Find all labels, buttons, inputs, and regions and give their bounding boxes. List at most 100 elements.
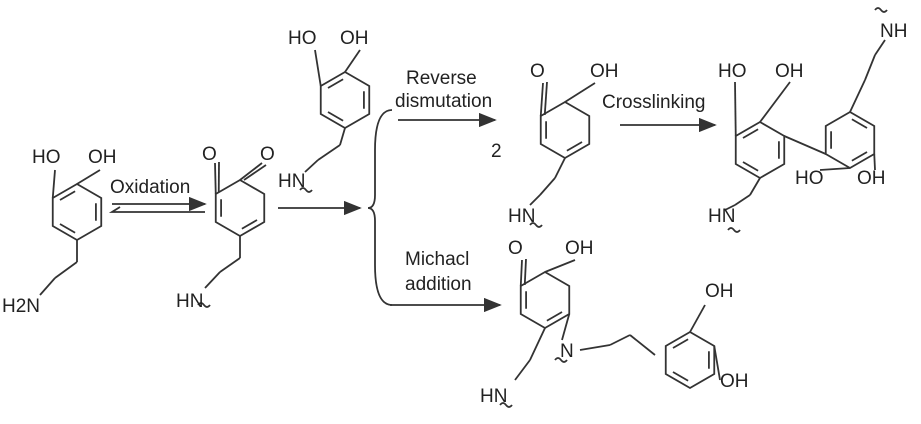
reverse-arrow	[108, 206, 205, 213]
wavy-bond-icon	[874, 7, 888, 13]
dimer-nh: NH	[880, 21, 907, 42]
dimer-ring-a-double-bond	[742, 128, 759, 139]
bond	[304, 159, 319, 173]
dimer-oh2: OH	[857, 168, 886, 189]
bond	[529, 327, 546, 361]
dimer-ring-b-double-bond	[851, 118, 868, 129]
dopamine-ring	[51, 182, 103, 242]
bond	[873, 153, 876, 171]
unit-ring-double-bond	[327, 78, 344, 89]
bond	[519, 259, 523, 287]
michael-label: Michacl	[405, 249, 469, 270]
bond	[344, 49, 361, 73]
adduct-ring-double-bond	[546, 311, 563, 322]
quinone-hn: HN	[176, 291, 203, 312]
bond	[819, 167, 851, 171]
bond	[724, 204, 736, 211]
bond	[864, 54, 876, 81]
bond	[314, 49, 322, 87]
dimer-ring-b-double-bond	[851, 151, 868, 162]
dimer-oh1: OH	[775, 61, 804, 82]
dopamine-ho: HO	[32, 147, 61, 168]
adduct-catechol-ring	[664, 330, 716, 390]
bonds	[39, 7, 888, 408]
quinone-ring-double-bond	[241, 219, 258, 230]
bond	[523, 258, 527, 286]
bond	[749, 177, 761, 196]
bond	[204, 271, 221, 289]
bond	[783, 135, 827, 155]
semiquinone-ring-double-bond	[566, 141, 583, 152]
wavy-bond-icon	[554, 357, 568, 363]
adduct-oh3: OH	[720, 371, 749, 392]
bond	[51, 169, 56, 199]
bond	[317, 144, 341, 161]
bond	[629, 334, 656, 356]
bond	[543, 81, 548, 116]
adduct-hn: HN	[480, 386, 507, 407]
adduct-oh: OH	[565, 238, 594, 259]
dimer-ring-a	[734, 120, 786, 180]
dimer-ring-b	[824, 110, 876, 170]
unit-ho: HO	[288, 28, 317, 49]
unit-oh: OH	[340, 28, 369, 49]
bond	[544, 259, 576, 273]
dimer-ho1: HO	[718, 61, 747, 82]
bond	[579, 344, 611, 351]
quinone-o2: O	[260, 144, 275, 165]
dopamine-oh: OH	[88, 147, 117, 168]
oxidation-label: Oxidation	[110, 177, 190, 198]
bond	[849, 79, 866, 113]
quinone-o1: O	[202, 144, 217, 165]
branch-brace	[367, 109, 393, 306]
quinone-ring	[214, 178, 266, 238]
coefficient: 2	[491, 141, 502, 162]
adduct-catechol-ring-double-bond	[672, 338, 689, 349]
unit-hn: HN	[278, 171, 305, 192]
wavy-bond-icon	[299, 187, 313, 193]
bond	[713, 345, 721, 381]
bond	[564, 82, 596, 103]
bond	[514, 359, 531, 381]
adduct-ring	[519, 270, 571, 330]
bond	[339, 127, 346, 146]
bond	[554, 157, 566, 179]
crosslinking-label: Crosslinking	[602, 92, 705, 113]
bond	[734, 81, 737, 137]
bond	[689, 304, 706, 333]
dimer-ring-a-double-bond	[742, 161, 759, 172]
semiquinone-o: O	[530, 61, 545, 82]
wavy-bond-icon	[727, 227, 741, 233]
adduct-n: N	[560, 341, 574, 362]
bond	[734, 194, 751, 206]
wavy-bond-icon	[197, 302, 211, 308]
wavy-bond-icon	[499, 402, 513, 408]
adduct-oh2: OH	[705, 281, 734, 302]
bond	[539, 177, 556, 196]
dopamine-ring-double-bond	[59, 190, 76, 201]
bond	[54, 261, 78, 279]
bond	[561, 313, 571, 341]
bond	[609, 334, 631, 346]
addition-label: addition	[405, 274, 472, 295]
dismutation-label: dismutation	[395, 91, 492, 112]
bond	[874, 39, 886, 56]
bond	[219, 257, 241, 273]
bond	[239, 162, 263, 181]
bond	[39, 277, 56, 296]
dimer-hn: HN	[708, 206, 735, 227]
reverse-label: Reverse	[406, 68, 477, 89]
bond	[214, 162, 217, 195]
bond	[529, 194, 541, 206]
bond	[243, 164, 267, 181]
dopamine-amine: H2N	[2, 296, 40, 317]
unit-ring-double-bond	[327, 111, 344, 122]
bond	[76, 169, 101, 185]
semiquinone-ring	[539, 100, 591, 160]
unit-ring	[319, 70, 371, 130]
dimer-ho2: HO	[795, 168, 824, 189]
bond	[759, 81, 791, 123]
adduct-o: O	[508, 238, 523, 259]
